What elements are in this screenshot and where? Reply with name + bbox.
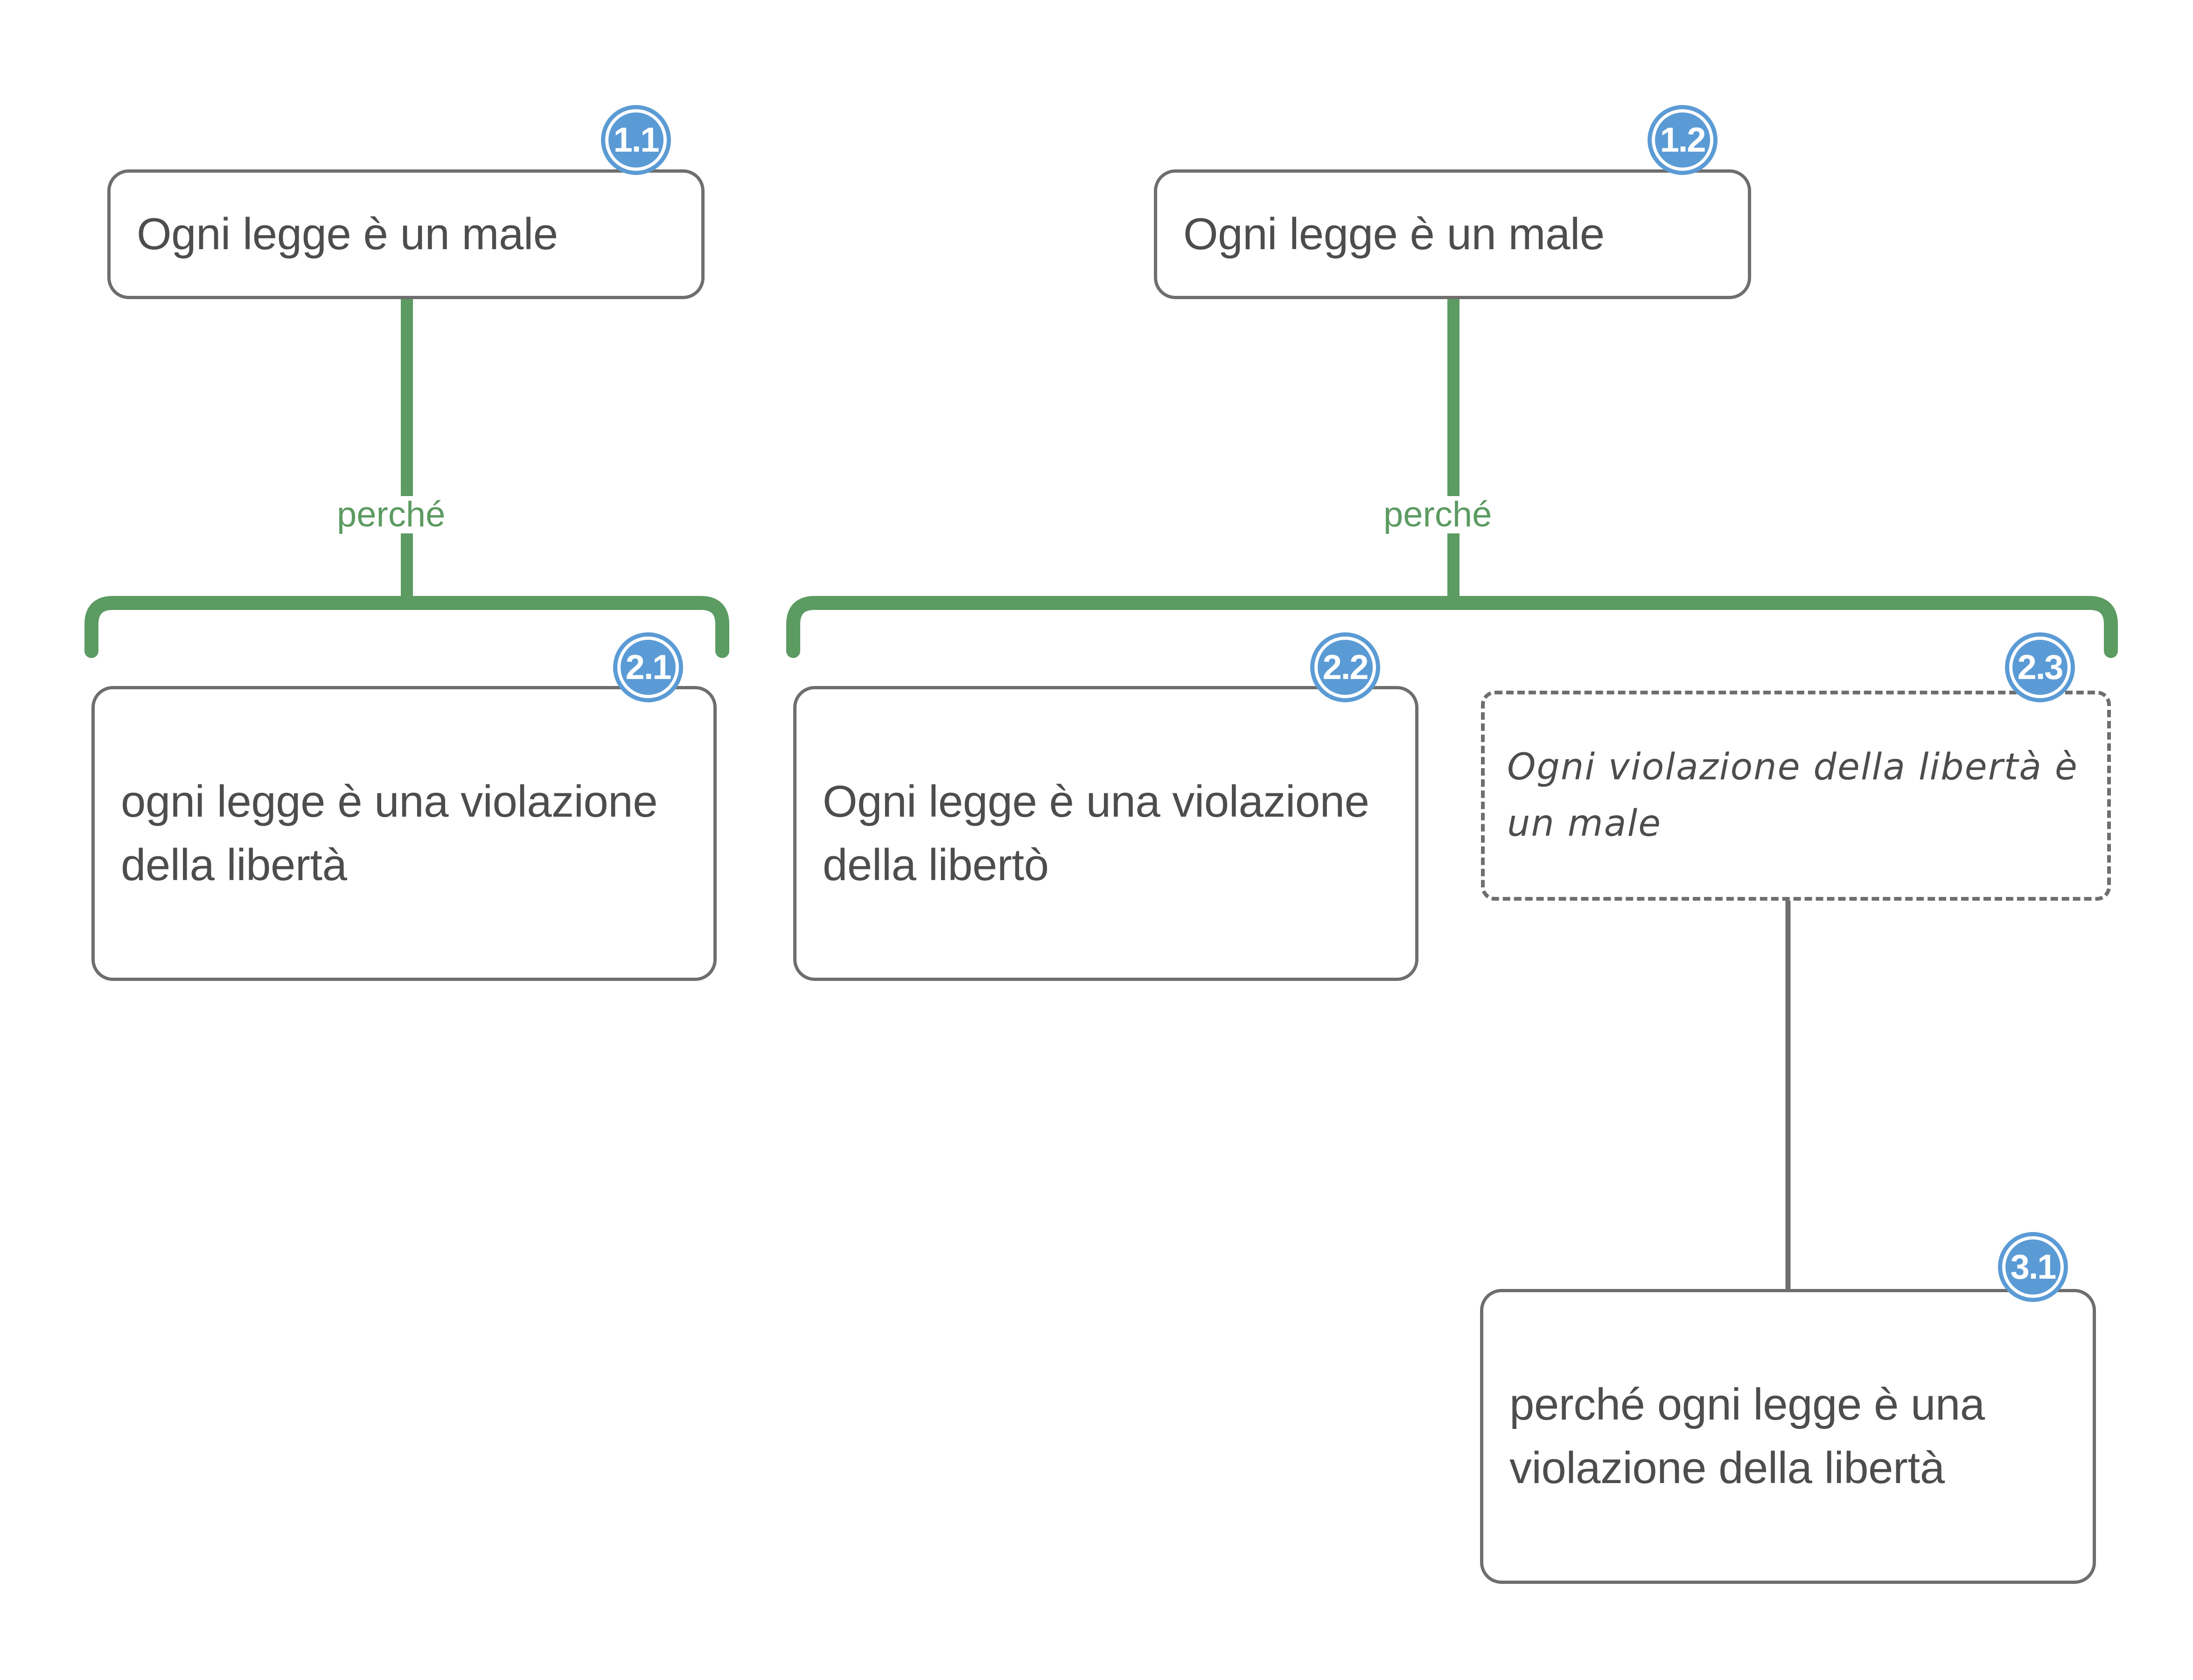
badge-1-1-label: 1.1 (613, 120, 660, 159)
edge-label-right: perché (1373, 496, 1502, 533)
edge-staple-right (786, 596, 2118, 658)
edge-1-2-to-2-2-and-2-3 (786, 299, 2118, 658)
badge-2-1[interactable]: 2.1 (613, 632, 683, 702)
node-3-1[interactable]: perché ogni legge è una violazione della… (1480, 1289, 2096, 1584)
badge-3-1-label: 3.1 (2010, 1247, 2057, 1286)
node-2-3-text: Ogni violazione della libertà è un male (1507, 746, 2078, 845)
node-2-2-text: Ogni legge è una violazione della libert… (823, 776, 1369, 890)
badge-2-2[interactable]: 2.2 (1310, 632, 1380, 702)
node-1-1-text: Ogni legge è un male (137, 209, 558, 259)
edge-label-left: perché (327, 495, 456, 534)
edge-1-1-to-2-1 (84, 299, 729, 658)
node-3-1-text: perché ogni legge è una violazione della… (1509, 1379, 1985, 1493)
badge-1-1[interactable]: 1.1 (601, 105, 671, 175)
node-2-2[interactable]: Ogni legge è una violazione della libert… (793, 686, 1418, 981)
node-1-2[interactable]: Ogni legge è un male (1154, 169, 1751, 299)
node-2-1[interactable]: ogni legge è una violazione della libert… (91, 686, 717, 981)
node-2-1-text: ogni legge è una violazione della libert… (121, 776, 658, 890)
node-1-1[interactable]: Ogni legge è un male (107, 169, 705, 299)
badge-2-1-label: 2.1 (625, 648, 672, 686)
badge-1-2-label: 1.2 (1660, 120, 1706, 159)
edge-label-left-text: perché (337, 495, 446, 534)
node-1-2-text: Ogni legge è un male (1183, 209, 1605, 259)
badge-3-1[interactable]: 3.1 (1998, 1232, 2068, 1302)
badge-1-2[interactable]: 1.2 (1648, 105, 1718, 175)
badge-2-3-label: 2.3 (2017, 648, 2064, 686)
badge-2-3[interactable]: 2.3 (2005, 632, 2075, 702)
badge-2-2-label: 2.2 (1322, 648, 1369, 686)
node-2-3[interactable]: Ogni violazione della libertà è un male (1481, 691, 2111, 901)
edge-label-right-text: perché (1383, 495, 1492, 534)
